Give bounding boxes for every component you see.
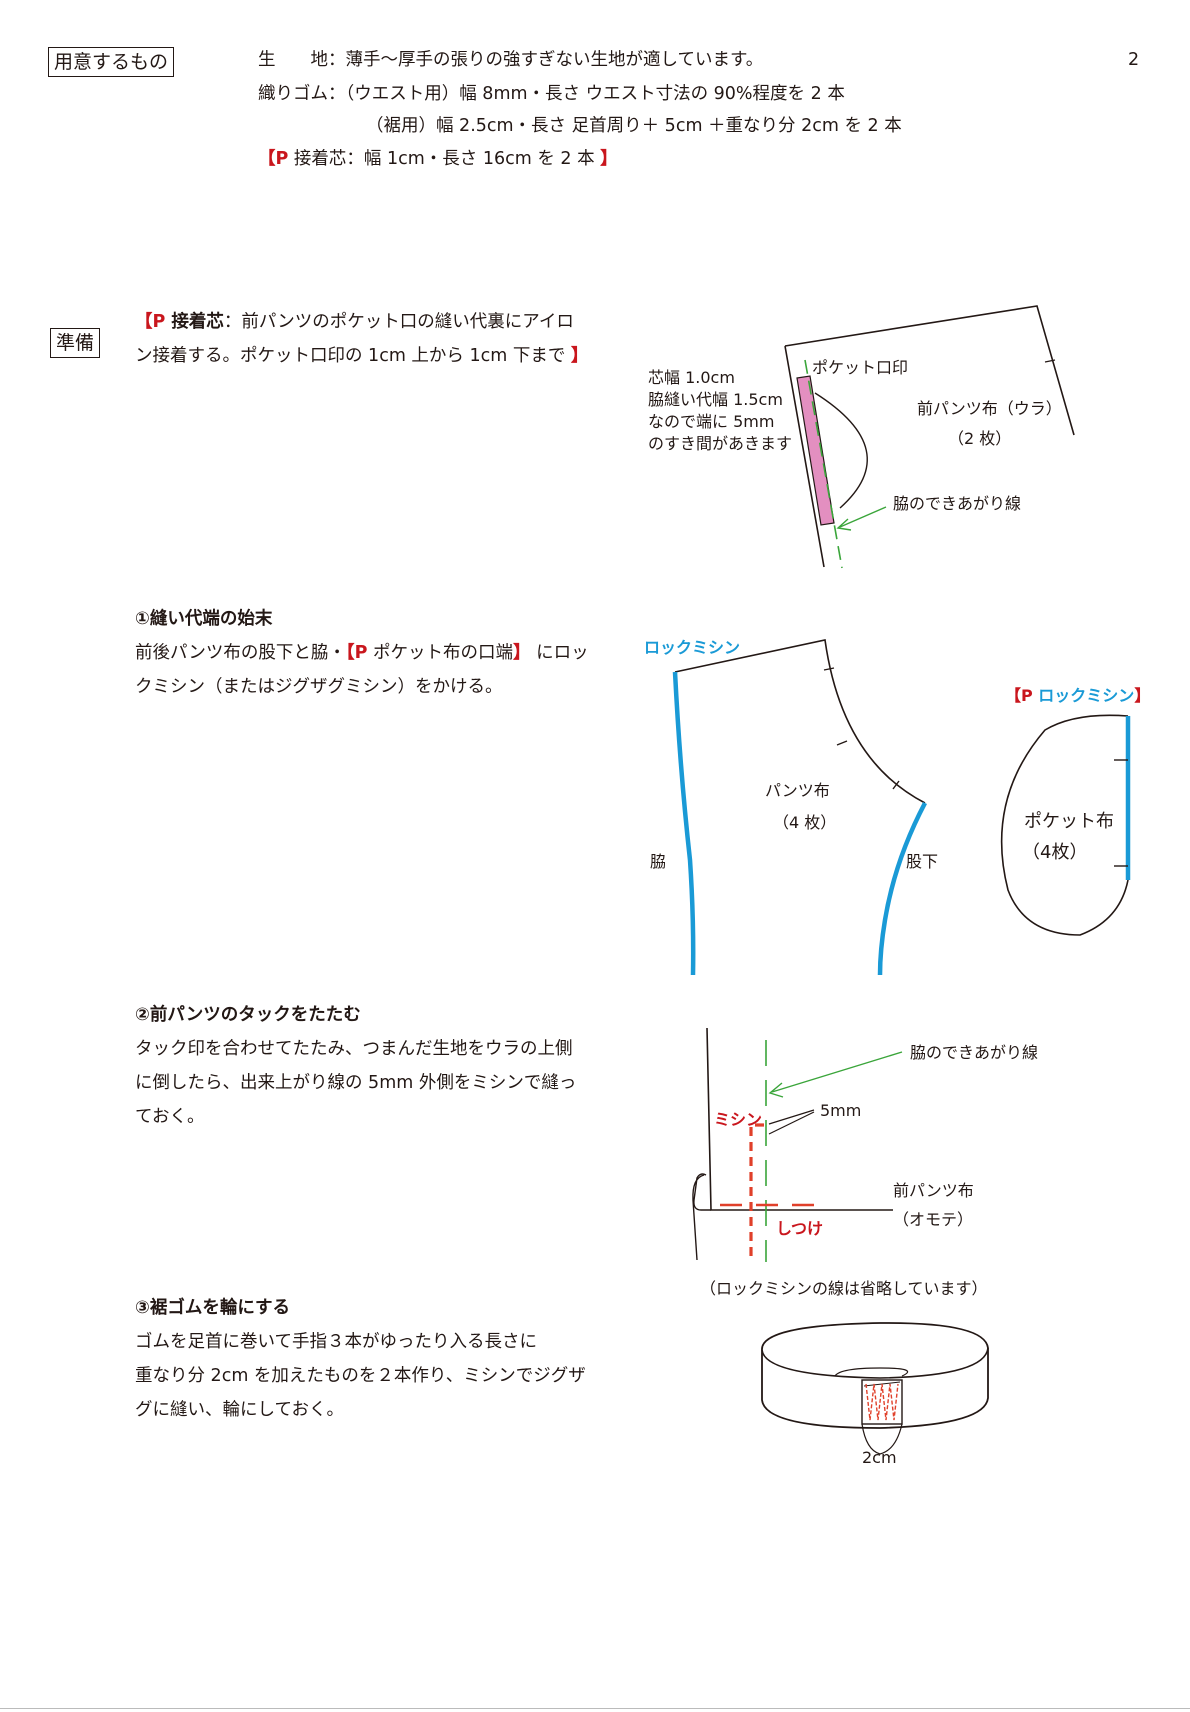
pocket-label: ポケット布 bbox=[1024, 811, 1114, 832]
gap-label: 5mm bbox=[820, 1101, 862, 1120]
elastic-waist: ：（ウエスト用）幅 8mm・長さ ウエスト寸法の 90%程度を 2 本 bbox=[328, 84, 845, 104]
interfacing-note: 芯幅 1.0cm 脇縫い代幅 1.5cm なので端に 5mm のすき間があきます bbox=[648, 367, 792, 455]
tuck-fold bbox=[693, 1173, 711, 1211]
step1-bracket-open: 【P bbox=[345, 643, 368, 663]
materials-interfacing-row: 【P 接着芯：幅 1cm・長さ 16cm を 2 本 】 bbox=[258, 143, 618, 175]
pocket-count: （4枚） bbox=[1022, 842, 1088, 863]
note-line-2: 脇縫い代幅 1.5cm bbox=[648, 390, 783, 409]
step2-heading: ②前パンツのタックをたたむ bbox=[135, 1005, 361, 1025]
materials-heading: 用意するもの bbox=[48, 47, 175, 77]
overlock-omitted-note: （ロックミシンの線は省略しています） bbox=[700, 1279, 988, 1298]
step3-line-1: ゴムを足首に巻いて手指３本がゆったり入る長さに bbox=[135, 1332, 537, 1352]
notch-mark bbox=[1044, 359, 1056, 363]
inseam-overlock-line bbox=[877, 801, 927, 976]
side-label: 脇 bbox=[650, 852, 667, 871]
step1-bracket-close: 】 bbox=[513, 643, 531, 663]
materials-elastic-row: 織りゴム：（ウエスト用）幅 8mm・長さ ウエスト寸法の 90%程度を 2 本 bbox=[258, 78, 845, 110]
prep-term: 接着芯 bbox=[165, 312, 224, 332]
overlock-label: ロックミシン bbox=[644, 638, 741, 657]
prep-line-1: 【P 接着芯：前パンツのポケット口の縫い代裏にアイロ bbox=[135, 305, 574, 339]
step1-heading: ①縫い代端の始末 bbox=[135, 609, 273, 629]
step1-line-1-a: 前後パンツ布の股下と脇・ bbox=[135, 643, 346, 663]
front-pants-label: 前パンツ布（ウラ） bbox=[917, 399, 1062, 418]
step1-line-1: 前後パンツ布の股下と脇・【P ポケット布の口端】 にロッ bbox=[135, 636, 589, 670]
prep-bracket-close: 】 bbox=[570, 346, 589, 366]
pocket-bracket-close: 】 bbox=[1134, 686, 1151, 705]
prep-line-2-text: ン接着する。ポケット口印の 1cm 上から 1cm 下まで bbox=[135, 346, 571, 366]
step2-line-1: タック印を合わせてたたみ、つまんだ生地をウラの上側 bbox=[135, 1039, 573, 1059]
pants-label: パンツ布 bbox=[765, 781, 830, 800]
interfacing-strip bbox=[796, 375, 835, 526]
front-side-label: （オモテ） bbox=[893, 1210, 974, 1229]
pocket-overlock-text: ロックミシン bbox=[1032, 686, 1135, 705]
prep-bracket-open: 【P bbox=[135, 312, 166, 332]
overlap-label: 2cm bbox=[862, 1448, 897, 1467]
pocket-mark-label: ポケット口印 bbox=[812, 358, 909, 377]
fabric-label: 生 地 bbox=[258, 50, 328, 70]
interfacing-bracket-close: 】 bbox=[600, 149, 618, 169]
page-number: 2 bbox=[1128, 50, 1140, 70]
prep-line-1-rest: ：前パンツのポケット口の縫い代裏にアイロ bbox=[223, 312, 574, 332]
fabric-text: ：薄手〜厚手の張りの強すぎない生地が適しています。 bbox=[328, 50, 764, 70]
machine-stitch bbox=[749, 1123, 764, 1262]
finish-line-arrow bbox=[771, 1051, 903, 1093]
step3-line-2: 重なり分 2cm を加えたものを２本作り、ミシンでジグザ bbox=[135, 1366, 586, 1386]
front-pants-count: （2 枚） bbox=[948, 429, 1012, 448]
step1-line-1-c: にロッ bbox=[530, 643, 589, 663]
basting-label: しつけ bbox=[776, 1219, 824, 1238]
note-line-1: 芯幅 1.0cm bbox=[648, 368, 735, 387]
interfacing-bracket-open: 【P bbox=[258, 149, 289, 169]
pocket-curve bbox=[814, 392, 868, 509]
page-bottom-rule bbox=[0, 1708, 1190, 1709]
side-line-label: 脇のできあがり線 bbox=[893, 494, 1022, 513]
prep-line-2: ン接着する。ポケット口印の 1cm 上から 1cm 下まで 】 bbox=[135, 339, 588, 373]
pocket-bracket-open: 【P bbox=[1005, 686, 1033, 705]
elastic-ring bbox=[761, 1322, 989, 1429]
sewing-label: ミシン bbox=[714, 1110, 763, 1129]
pocket-overlock-label: 【P ロックミシン】 bbox=[1005, 685, 1150, 707]
prep-heading: 準備 bbox=[50, 328, 101, 358]
step1-line-1-b: ポケット布の口端 bbox=[367, 643, 514, 663]
interfacing-text: 接着芯：幅 1cm・長さ 16cm を 2 本 bbox=[288, 149, 601, 169]
step3-heading: ③裾ゴムを輪にする bbox=[135, 1298, 290, 1318]
pocket-outline bbox=[1000, 714, 1129, 936]
step2-line-2: に倒したら、出来上がり線の 5mm 外側をミシンで縫っ bbox=[135, 1073, 577, 1093]
step2-line-3: ておく。 bbox=[135, 1107, 205, 1127]
note-line-3: なので端に 5mm bbox=[648, 412, 775, 431]
front-label: 前パンツ布 bbox=[893, 1181, 974, 1200]
note-line-4: のすき間があきます bbox=[648, 434, 793, 453]
step3-line-3: グに縫い、輪にしておく。 bbox=[135, 1400, 344, 1420]
overlap-bracket bbox=[861, 1423, 903, 1455]
side-overlock-line bbox=[672, 671, 696, 976]
pants-count: （4 枚） bbox=[773, 813, 837, 832]
elastic-hem: （裾用）幅 2.5cm・長さ 足首周り＋ 5cm ＋重なり分 2cm を 2 本 bbox=[366, 116, 902, 136]
pants-outline bbox=[674, 639, 926, 804]
materials-fabric-row: 生 地：薄手〜厚手の張りの強すぎない生地が適しています。 bbox=[258, 44, 763, 76]
elastic-label: 織りゴム bbox=[258, 84, 328, 104]
step1-line-2: クミシン（またはジグザグミシン）をかける。 bbox=[135, 677, 503, 697]
side-line-arrow bbox=[839, 506, 887, 528]
step2-side-line-label: 脇のできあがり線 bbox=[910, 1043, 1039, 1062]
side-seam-line bbox=[804, 359, 843, 569]
zigzag-stitch bbox=[865, 1383, 899, 1421]
inseam-label: 股下 bbox=[906, 852, 939, 871]
front-pants-outline bbox=[784, 305, 1075, 568]
